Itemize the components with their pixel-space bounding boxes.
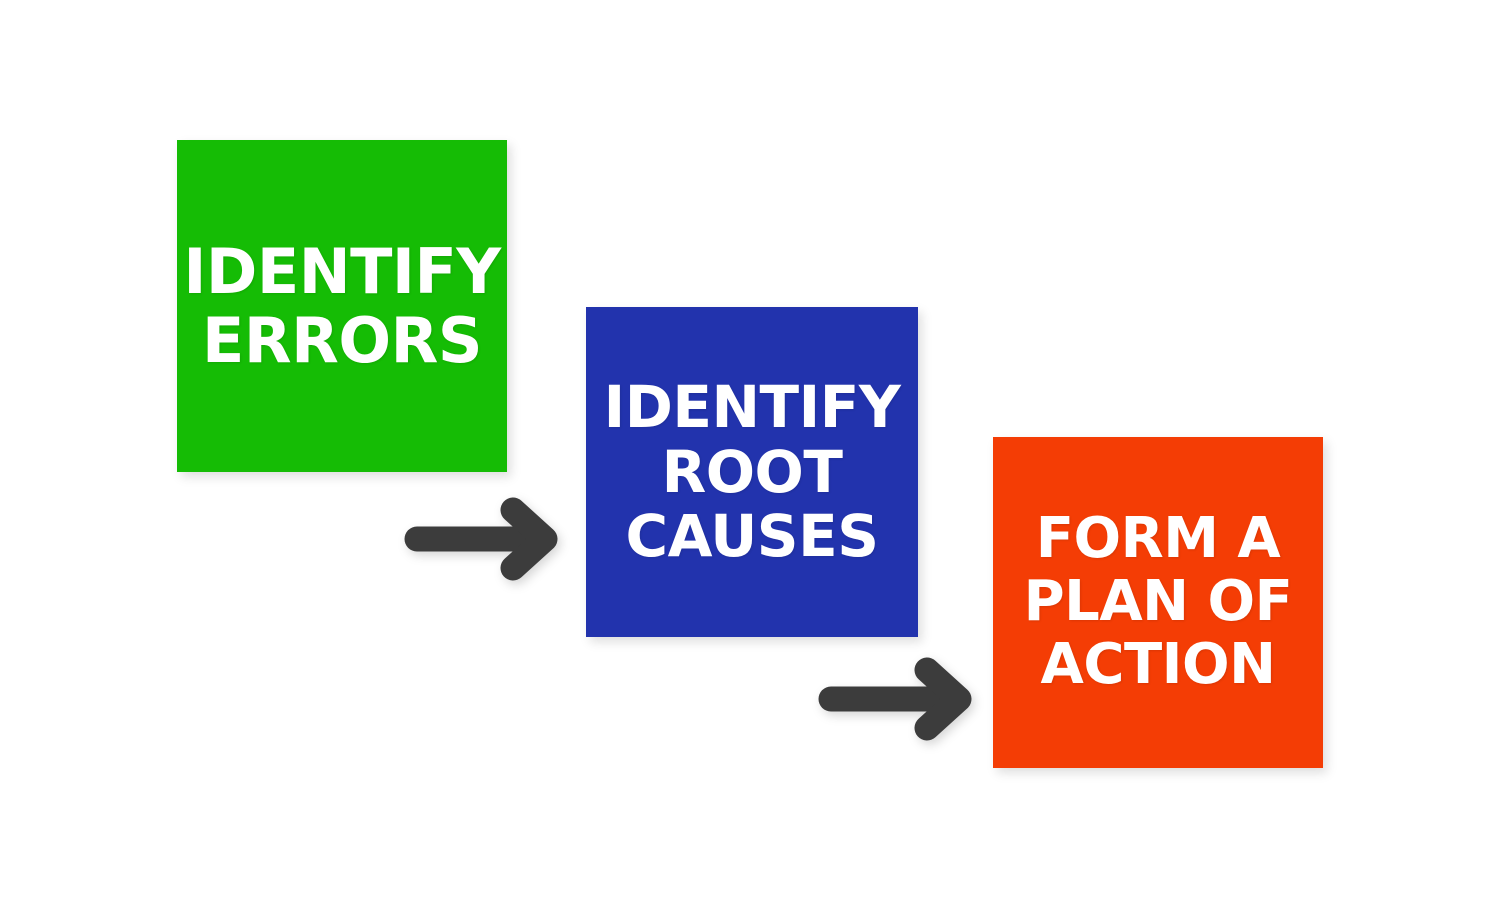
process-step-identify-errors[interactable]: IDENTIFY ERRORS — [177, 140, 507, 472]
process-step-label: IDENTIFY ERRORS — [183, 234, 501, 377]
process-step-label: FORM A PLAN OF ACTION — [1023, 506, 1293, 697]
process-step-label: IDENTIFY ROOT CAUSES — [603, 372, 901, 571]
process-step-form-plan-of-action[interactable]: FORM A PLAN OF ACTION — [993, 437, 1323, 768]
arrow-right-icon — [398, 494, 573, 582]
arrow-right-icon — [812, 654, 987, 742]
process-step-identify-root-causes[interactable]: IDENTIFY ROOT CAUSES — [586, 307, 918, 637]
